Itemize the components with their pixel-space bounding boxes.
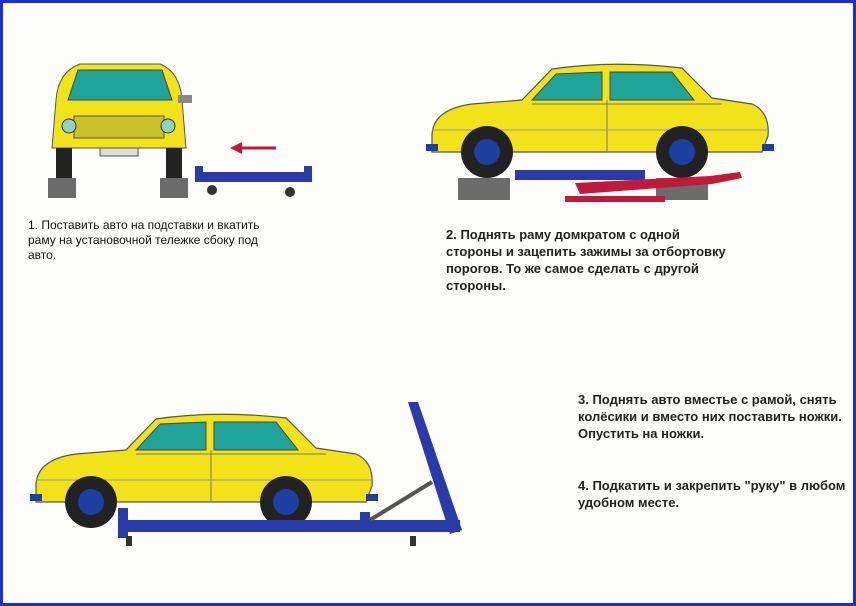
stand [458, 178, 510, 200]
step-1-text: 1. Поставить авто на подставки и вкатить… [28, 218, 260, 262]
car-front-view [51, 63, 192, 178]
lift-frame [515, 170, 645, 180]
step-4-text: 4. Подкатить и закрепить "руку" в любом … [578, 478, 846, 510]
step-2-text: 2. Поднять раму домкратом с одной сторон… [446, 227, 726, 293]
car-side-view-raised [425, 63, 775, 179]
step-3-text: 3. Поднять авто вместье с рамой, снять к… [578, 392, 842, 441]
stand-left [48, 178, 76, 198]
frame-with-arm [118, 402, 462, 546]
floor-jack [565, 172, 742, 202]
frame-dolly [195, 166, 312, 197]
arrow-icon [230, 142, 276, 154]
stand-right [160, 178, 188, 198]
car-side-view-on-frame [29, 413, 379, 529]
